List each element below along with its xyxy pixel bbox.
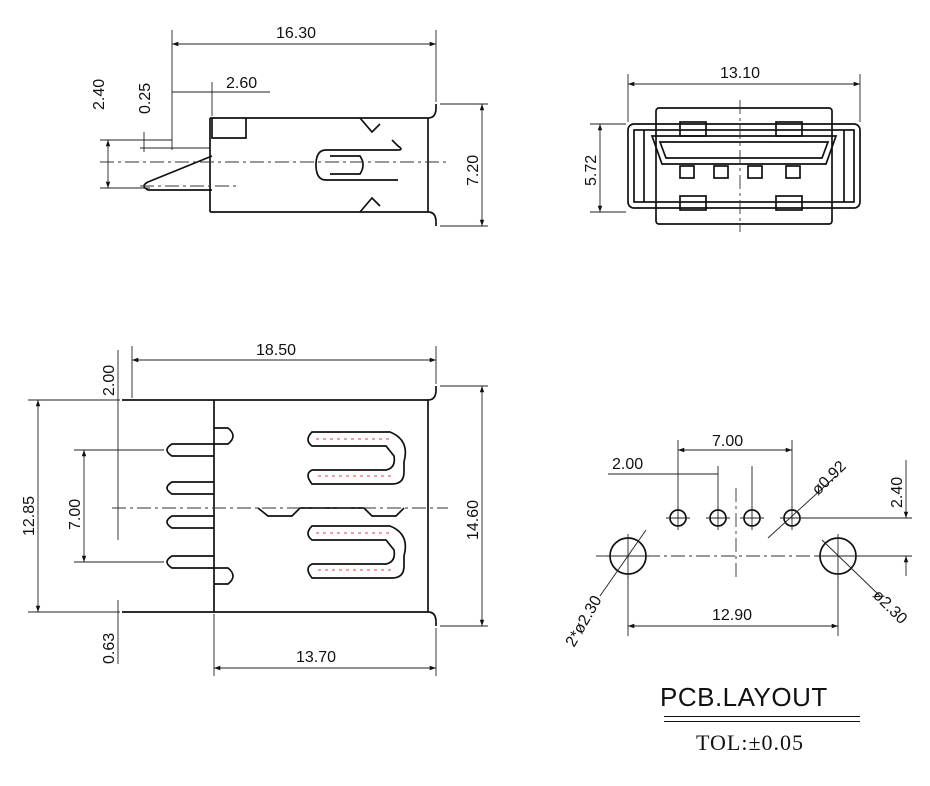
pcb-pin-hole-1 bbox=[666, 506, 690, 530]
pcb-pin-hole-label: ø0.92 bbox=[809, 458, 850, 499]
front-view-contact-3 bbox=[747, 165, 763, 179]
side-view-height-label: 2.40 bbox=[91, 79, 108, 110]
side-view-body bbox=[209, 104, 437, 226]
pcb-layout: 7.00 2.00 ø0.92 2.40 ø2.30 2*ø2.30 12.90 bbox=[563, 433, 912, 650]
pcb-mount-span-label: 12.90 bbox=[712, 607, 752, 624]
front-view-flange bbox=[655, 107, 833, 225]
front-view-contact-4 bbox=[785, 165, 801, 179]
tolerance-note: TOL:±0.05 bbox=[696, 730, 805, 755]
front-view-contact-1 bbox=[679, 165, 695, 179]
side-view-shell-height-label: 7.20 bbox=[465, 155, 482, 186]
pcb-pin-hole-2 bbox=[706, 506, 730, 530]
top-view-pin-offset-label: 2.00 bbox=[101, 365, 118, 396]
title-underline-2 bbox=[664, 721, 860, 722]
top-view-body bbox=[122, 386, 437, 626]
pcb-pin-hole-3 bbox=[740, 506, 764, 530]
front-view-latch-2 bbox=[775, 121, 803, 137]
front-view-width-label: 13.10 bbox=[720, 65, 760, 82]
top-view: 18.50 2.00 12.85 7.00 14.60 0.63 13.70 bbox=[21, 342, 488, 676]
pcb-pin-pitch-label: 2.00 bbox=[612, 456, 643, 473]
top-view-pins bbox=[166, 443, 214, 569]
pcb-layout-title: PCB.LAYOUT bbox=[660, 682, 828, 712]
top-view-shell-width-label: 14.60 bbox=[465, 500, 482, 540]
title-underline-1 bbox=[664, 716, 860, 717]
top-view-hooks bbox=[214, 427, 234, 585]
front-view-latch-1 bbox=[679, 121, 707, 137]
top-view-bottom-offset-label: 0.63 bbox=[101, 633, 118, 664]
top-view-spring-lower bbox=[307, 525, 407, 579]
front-view: 13.10 5.72 bbox=[583, 65, 861, 232]
top-view-spring-upper bbox=[307, 431, 407, 485]
front-view-latch-4 bbox=[775, 195, 803, 211]
pcb-mount-hole-right bbox=[816, 534, 881, 597]
front-view-latch-3 bbox=[679, 195, 707, 211]
pcb-pin-hole-4 bbox=[780, 506, 804, 530]
side-view-spring bbox=[315, 117, 402, 213]
top-view-body-length-label: 13.70 bbox=[296, 649, 336, 666]
side-view: 16.30 2.60 2.40 0.25 7.20 bbox=[91, 25, 488, 227]
pcb-mount-hole-left-label: 2*ø2.30 bbox=[563, 593, 606, 650]
top-view-overall-width-label: 12.85 bbox=[21, 496, 38, 536]
pcb-pin-span-label: 7.00 bbox=[712, 433, 743, 450]
front-view-shell bbox=[627, 123, 861, 209]
side-view-length-label: 16.30 bbox=[276, 25, 316, 42]
top-view-pin-span-label: 7.00 bbox=[67, 499, 84, 530]
side-view-tab-offset-label: 2.60 bbox=[226, 75, 257, 92]
pcb-mount-hole-left bbox=[599, 529, 650, 597]
top-view-overall-length-label: 18.50 bbox=[256, 342, 296, 359]
pcb-mount-hole-right-label: ø2.30 bbox=[869, 587, 910, 628]
side-view-pin bbox=[143, 155, 213, 191]
front-view-contact-2 bbox=[713, 165, 729, 179]
front-view-height-label: 5.72 bbox=[583, 155, 600, 186]
front-view-tongue bbox=[650, 135, 838, 165]
pcb-row-offset-label: 2.40 bbox=[889, 477, 906, 508]
side-view-thickness-label: 0.25 bbox=[137, 83, 154, 114]
front-view-shell-inner bbox=[633, 129, 855, 203]
